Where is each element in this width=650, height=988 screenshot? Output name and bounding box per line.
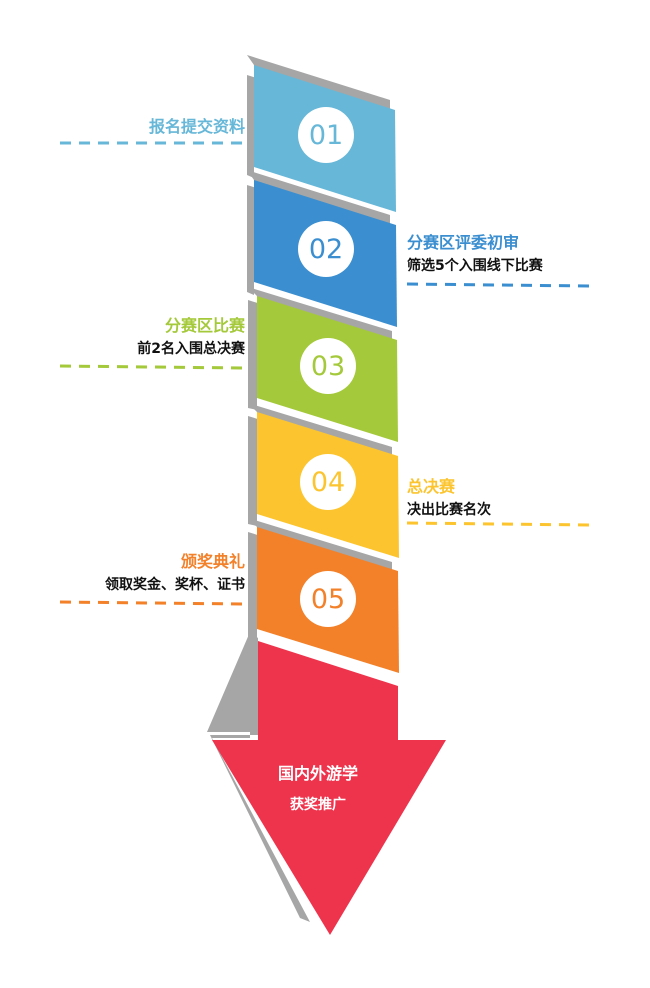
final-arrow-body (212, 641, 446, 935)
step-1-title: 报名提交资料 (148, 117, 245, 136)
step-3-connector (59, 364, 244, 370)
step-1-label: 报名提交资料 (149, 117, 245, 136)
step-2-title: 分赛区评委初审 (407, 233, 520, 252)
step-3-label: 分赛区比赛 前2名入围总决赛 (137, 316, 245, 358)
final-arrow (207, 632, 446, 935)
step-2-connector (406, 282, 591, 288)
step-3-number: 03 (300, 338, 356, 394)
step-2-subtitle: 筛选5个入围线下比赛 (407, 258, 543, 275)
step-5-number: 05 (300, 571, 356, 627)
step-4-title: 总决赛 (407, 477, 456, 496)
step-1-number: 01 (298, 107, 354, 163)
step-4-subtitle: 决出比赛名次 (407, 502, 491, 519)
final-arrow-shadow-edge (207, 632, 258, 735)
step-4-number: 04 (300, 454, 356, 510)
step-4-connector (406, 521, 591, 527)
step-2-label: 分赛区评委初审 筛选5个入围线下比赛 (407, 233, 543, 275)
step-3-subtitle: 前2名入围总决赛 (137, 341, 245, 358)
step-2-number: 02 (298, 221, 354, 277)
final-arrow-subtitle: 获奖推广 (290, 797, 346, 813)
step-3-title: 分赛区比赛 (164, 316, 245, 335)
final-arrow-text: 国内外游学 获奖推广 (218, 760, 418, 814)
step-4-label: 总决赛 决出比赛名次 (407, 477, 491, 519)
connector-dashes (59, 141, 591, 606)
step-5-connector (59, 600, 244, 606)
step-5-title: 颁奖典礼 (180, 552, 245, 571)
step-5-subtitle: 领取奖金、奖杯、证书 (105, 577, 245, 594)
final-arrow-title: 国内外游学 (277, 764, 358, 783)
step-5-label: 颁奖典礼 领取奖金、奖杯、证书 (105, 552, 245, 594)
